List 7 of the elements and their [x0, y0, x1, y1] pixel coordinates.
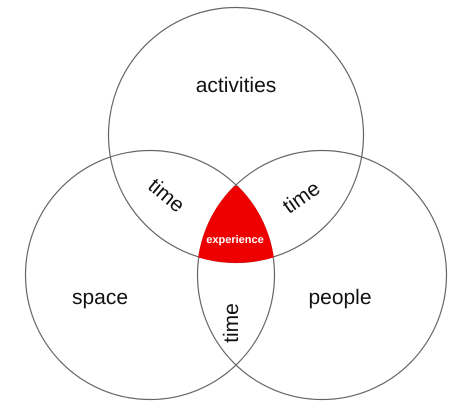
circle-label: activities — [196, 74, 276, 98]
circle-label: people — [308, 286, 372, 310]
intersection-label: time — [278, 176, 325, 220]
overlap-label: experience — [206, 234, 264, 246]
intersection-label: time — [220, 303, 244, 343]
intersection-label: time — [142, 174, 189, 218]
circle-label: space — [72, 286, 128, 310]
